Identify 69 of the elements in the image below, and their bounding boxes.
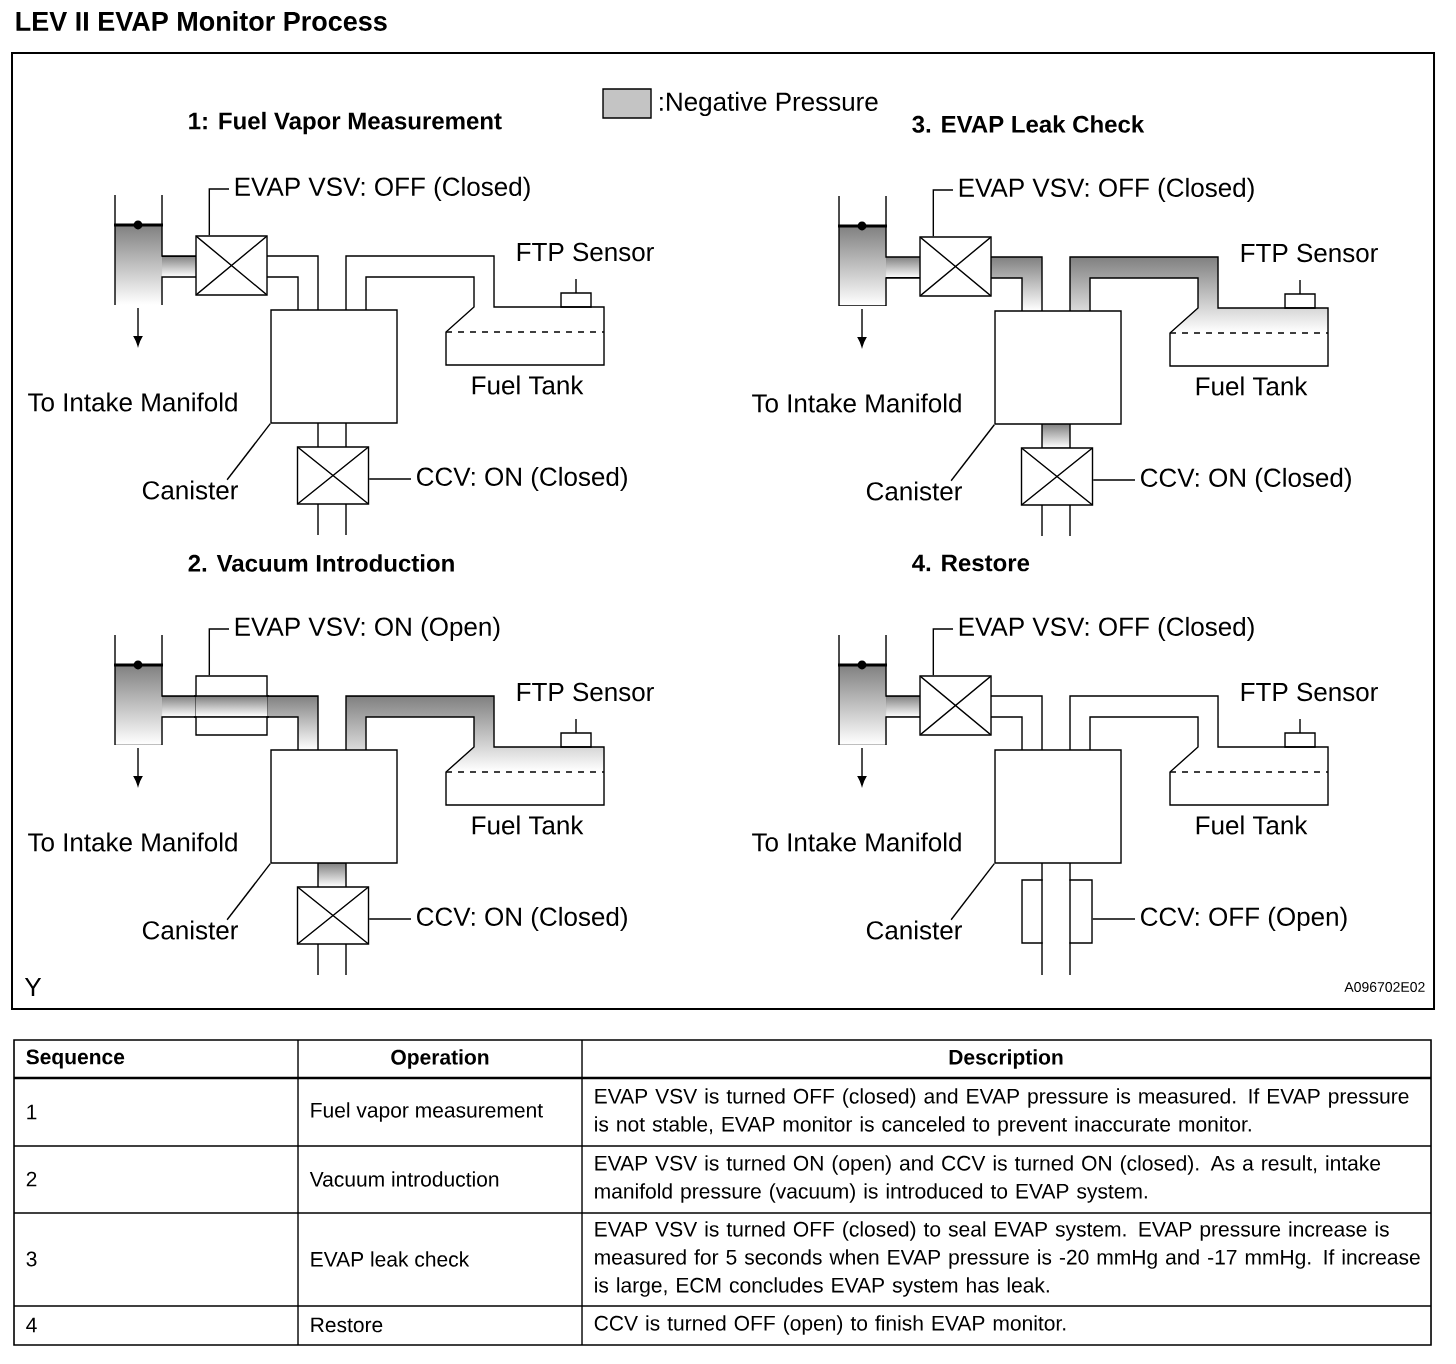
leader-line	[1092, 479, 1136, 481]
legend-text: :Negative Pressure	[660, 91, 878, 117]
sequence-number: 3	[26, 1251, 37, 1267]
sensor-label: FTP Sensor	[1241, 243, 1378, 263]
description-text: EVAP VSV is turned OFF (closed) to seal EVAP system. EVAP pressure increase is measured for 5 seconds when EVAP pressure is -20 mmHg and -17 mmHg. If increase is large, ECM concludes EVAP system has leak.	[595, 1221, 1420, 1297]
operation-text: EVAP leak check	[311, 1251, 470, 1267]
leader-line	[208, 188, 230, 236]
figure-code: A096702E02	[1344, 982, 1425, 992]
valve	[919, 236, 992, 297]
panel-title: 1: Fuel Vapor Measurement	[189, 111, 502, 135]
title: LEV II EVAP Monitor Process	[16, 11, 387, 31]
sensor-label: FTP Sensor	[1241, 682, 1378, 702]
tank-label: Fuel Tank	[1196, 815, 1308, 835]
panel-title: 2. Vacuum Introduction	[188, 554, 454, 572]
leader-line	[932, 189, 954, 237]
canister	[270, 309, 398, 424]
destination-label: To Intake Manifold	[28, 392, 237, 412]
destination-label: To Intake Manifold	[28, 832, 237, 852]
column-header: Sequence	[26, 1049, 125, 1069]
description-text: CCV is turned OFF (open) to finish EVAP monitor.	[594, 1315, 1066, 1335]
canister	[994, 310, 1122, 425]
leader-line	[950, 863, 995, 921]
valve	[1020, 447, 1094, 506]
canister-label: Canister	[142, 480, 238, 500]
destination-label: To Intake Manifold	[752, 393, 961, 413]
corner-mark: Y	[24, 978, 42, 996]
tank-label: Fuel Tank	[472, 815, 584, 835]
sequence-number: 1	[27, 1104, 37, 1120]
canister-label: Canister	[142, 920, 238, 940]
tank-label: Fuel Tank	[1196, 376, 1308, 396]
panel-title: 4. Restore	[912, 554, 1030, 572]
valve-label: EVAP VSV: OFF (Closed)	[959, 177, 1254, 203]
canister-label: Canister	[866, 481, 962, 501]
valve-label: EVAP VSV: ON (Open)	[235, 616, 500, 642]
valve-label: EVAP VSV: OFF (Closed)	[235, 176, 530, 202]
valve	[296, 886, 370, 945]
sequence-number: 2	[26, 1171, 37, 1187]
leader-line	[1092, 918, 1136, 920]
valve-label: EVAP VSV: OFF (Closed)	[959, 616, 1254, 642]
operation-text: Restore	[311, 1317, 383, 1333]
valve-label: CCV: ON (Closed)	[417, 906, 627, 932]
leader-line	[932, 628, 954, 676]
column-header: Operation	[391, 1049, 489, 1069]
valve	[919, 675, 992, 736]
sequence-number: 4	[26, 1317, 37, 1333]
canister	[270, 749, 398, 864]
leader-line	[208, 628, 230, 676]
sensor-label: FTP Sensor	[517, 242, 654, 262]
sensor-label: FTP Sensor	[517, 682, 654, 702]
valve-label: CCV: ON (Closed)	[1141, 467, 1351, 493]
operation-text: Fuel vapor measurement	[311, 1102, 543, 1122]
valve	[195, 235, 268, 296]
leader-line	[226, 423, 271, 481]
panel-title: 3. EVAP Leak Check	[912, 115, 1145, 133]
tank-label: Fuel Tank	[472, 375, 584, 395]
canister-label: Canister	[866, 920, 962, 940]
operation-text: Vacuum introduction	[309, 1171, 499, 1187]
valve-label: CCV: OFF (Open)	[1141, 906, 1347, 932]
destination-label: To Intake Manifold	[752, 832, 961, 852]
leader-line	[950, 424, 995, 482]
description-text: EVAP VSV is turned ON (open) and CCV is turned ON (closed). As a result, intake manifold pressure (vacuum) is introduced to EVAP system.	[595, 1155, 1381, 1203]
valve	[296, 446, 370, 505]
leader-line	[226, 863, 271, 921]
column-header: Description	[949, 1049, 1063, 1069]
leader-line	[368, 918, 412, 920]
description-text: EVAP VSV is turned OFF (closed) and EVAP pressure is measured. If EVAP pressure is not stable, EVAP monitor is canceled to prevent inaccurate monitor.	[595, 1088, 1409, 1136]
valve-label: CCV: ON (Closed)	[417, 466, 627, 492]
leader-line	[368, 478, 412, 480]
canister	[994, 749, 1122, 864]
